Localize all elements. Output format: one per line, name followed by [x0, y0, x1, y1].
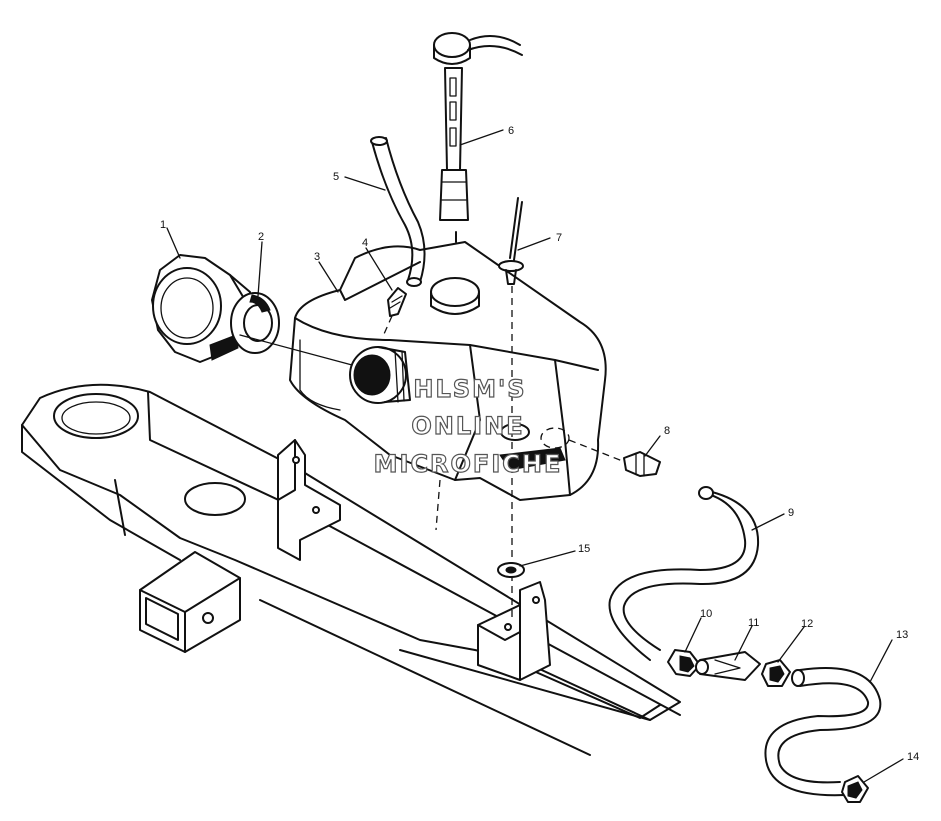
washer	[497, 562, 525, 578]
callout-6: 6	[508, 125, 514, 137]
callout-13: 13	[896, 629, 908, 641]
fuel-tank	[289, 241, 607, 501]
fuel-filter	[695, 651, 761, 681]
mount-bracket-right	[477, 581, 551, 681]
callout-8: 8	[664, 425, 670, 437]
hose-clamp-12	[761, 659, 791, 687]
callout-10: 10	[700, 608, 712, 620]
callout-14: 14	[907, 751, 919, 763]
callout-12: 12	[801, 618, 813, 630]
watermark: HLSM'S ONLINE MICROFICHE	[373, 374, 563, 478]
callout-3: 3	[314, 251, 320, 263]
leader-lines	[166, 129, 904, 783]
callout-2: 2	[258, 231, 264, 243]
cap-gasket	[230, 292, 280, 354]
callout-labels: 1 2 3 4 5 6 7 8 9 10 11 12 13 14 15	[160, 125, 919, 763]
callout-5: 5	[333, 171, 339, 183]
callout-15: 15	[578, 543, 590, 555]
fuel-gauge-sender	[433, 32, 523, 243]
fuel-line-lower	[764, 667, 882, 797]
fuel-line-upper	[608, 486, 760, 661]
fuel-cap	[151, 254, 251, 363]
callout-11: 11	[748, 617, 759, 629]
watermark-line-3: MICROFICHE	[374, 450, 563, 478]
hose-clamp-10	[667, 649, 701, 677]
vent-fitting	[383, 287, 407, 335]
watermark-line-2: ONLINE	[411, 412, 524, 440]
hose-clamp-14	[841, 775, 869, 803]
watermark-line-1: HLSM'S	[413, 375, 526, 403]
callout-4: 4	[362, 237, 368, 249]
mount-bracket-left	[277, 439, 341, 561]
callout-9: 9	[788, 507, 794, 519]
callout-7: 7	[556, 232, 562, 244]
receiver-hitch	[139, 551, 241, 653]
fuel-fitting	[623, 451, 661, 477]
callout-1: 1	[160, 219, 166, 231]
vent-hose	[370, 136, 426, 287]
